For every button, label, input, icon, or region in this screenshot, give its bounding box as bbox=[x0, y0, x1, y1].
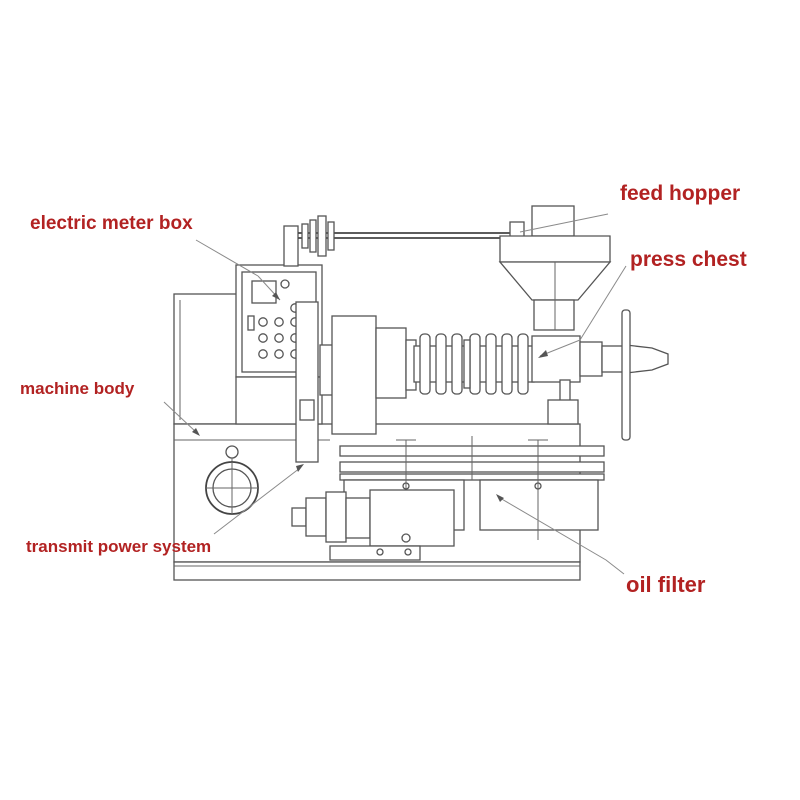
feed-hopper bbox=[498, 205, 612, 331]
label-electric-meter-box: electric meter box bbox=[30, 213, 193, 234]
transmit-power-system bbox=[291, 301, 455, 561]
label-transmit-power-system: transmit power system bbox=[26, 537, 211, 556]
screw-rings bbox=[419, 333, 529, 395]
label-machine-body: machine body bbox=[20, 379, 135, 398]
label-oil-filter: oil filter bbox=[626, 572, 706, 597]
label-feed-hopper: feed hopper bbox=[620, 182, 740, 205]
pressure-gauge bbox=[205, 445, 259, 515]
press-chest bbox=[319, 309, 669, 441]
leader-lines bbox=[163, 213, 627, 575]
meter-buttons bbox=[258, 303, 300, 359]
top-drive-shaft bbox=[283, 215, 525, 267]
label-press-chest: press chest bbox=[630, 248, 747, 271]
